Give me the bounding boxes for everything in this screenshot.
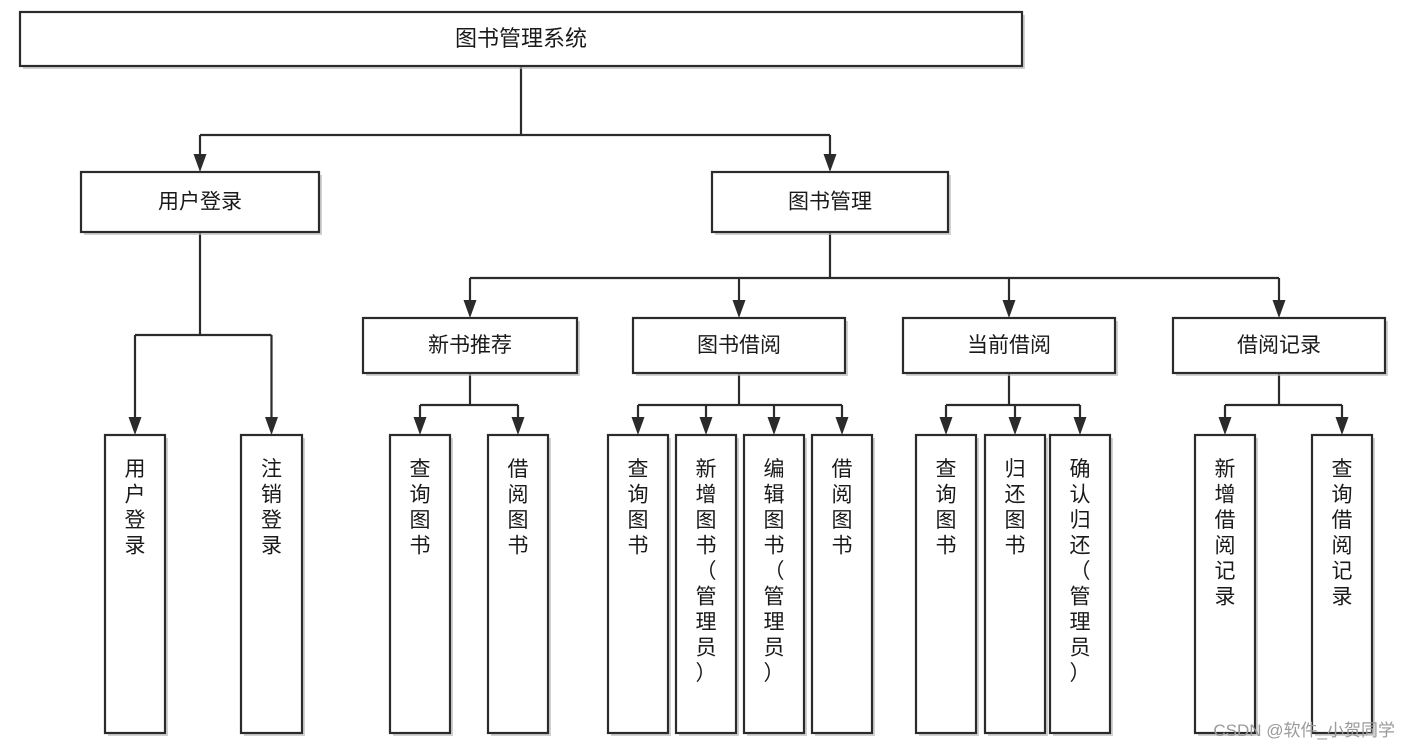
node-level2-1-图书管理-rect[interactable] — [710, 170, 950, 234]
node-leaf-0[interactable]: 用户登录 — [103, 433, 168, 736]
node-level2-0-用户登录-rect[interactable] — [79, 170, 321, 234]
node-leaf-1-label: 注销登录 — [261, 457, 282, 557]
node-level3-0-新书推荐[interactable]: 新书推荐 — [361, 316, 580, 376]
node-leaf-10-label: 确认归还（管理员） — [1070, 457, 1091, 684]
node-level3-1-图书借阅-label: 图书借阅 — [697, 334, 781, 357]
node-level3-2-当前借阅[interactable]: 当前借阅 — [901, 316, 1118, 376]
node-leaf-5-rect[interactable] — [674, 433, 738, 735]
node-level3-2-当前借阅-label: 当前借阅 — [967, 334, 1051, 357]
node-leaf-11[interactable]: 新增借阅记录 — [1193, 433, 1258, 736]
group-0-to-leaf-0-arrowhead — [413, 417, 427, 435]
group-2-to-leaf-1-arrowhead — [1008, 417, 1022, 435]
node-leaf-6-label: 编辑图书（管理员） — [764, 457, 785, 684]
node-leaf-6[interactable]: 编辑图书（管理员） — [742, 433, 807, 736]
node-leaf-2-label: 查询图书 — [410, 457, 431, 557]
book-mgmt-to-level3-1-arrowhead — [732, 300, 746, 318]
node-leaf-6-rect[interactable] — [742, 433, 806, 735]
node-level3-1-图书借阅-rect[interactable] — [631, 316, 847, 375]
node-level2-1-图书管理[interactable]: 图书管理 — [710, 170, 951, 235]
node-leaf-1[interactable]: 注销登录 — [239, 433, 305, 736]
node-leaf-11-rect[interactable] — [1193, 433, 1257, 735]
node-level3-1-图书借阅[interactable]: 图书借阅 — [631, 316, 848, 376]
group-3-to-leaf-1-arrowhead — [1335, 417, 1349, 435]
group-2-to-leaf-0-arrowhead — [939, 417, 953, 435]
node-leaf-8[interactable]: 查询图书 — [914, 433, 979, 736]
node-leaf-4-label: 查询图书 — [628, 457, 649, 557]
node-leaf-11-label: 新增借阅记录 — [1215, 457, 1236, 608]
group-1-to-leaf-2-arrowhead — [767, 417, 781, 435]
node-leaf-9[interactable]: 归还图书 — [983, 433, 1048, 736]
group-1-to-leaf-1-arrowhead — [699, 417, 713, 435]
node-leaf-7-label: 借阅图书 — [832, 457, 853, 557]
root-to-level2-1-arrowhead — [823, 154, 837, 172]
node-leaf-10[interactable]: 确认归还（管理员） — [1048, 433, 1113, 736]
node-level3-0-新书推荐-label: 新书推荐 — [428, 334, 512, 357]
node-level3-3-借阅记录-rect[interactable] — [1171, 316, 1387, 375]
node-level2-1-图书管理-label: 图书管理 — [788, 191, 872, 214]
node-leaf-3-rect[interactable] — [486, 433, 550, 735]
node-leaf-5-label: 新增图书（管理员） — [696, 457, 717, 684]
group-3-to-leaf-0-arrowhead — [1218, 417, 1232, 435]
node-leaf-0-rect[interactable] — [103, 433, 167, 735]
node-level3-0-新书推荐-rect[interactable] — [361, 316, 579, 375]
user-login-to-leaf-1-arrowhead — [265, 417, 278, 435]
book-mgmt-to-level3-2-arrowhead — [1002, 300, 1016, 318]
node-level3-3-借阅记录-label: 借阅记录 — [1237, 334, 1321, 357]
book-mgmt-to-level3-3-arrowhead — [1272, 300, 1286, 318]
group-1-to-leaf-0-arrowhead — [631, 417, 645, 435]
node-leaf-8-rect[interactable] — [914, 433, 978, 735]
node-leaf-7-rect[interactable] — [810, 433, 874, 735]
node-leaf-9-rect[interactable] — [983, 433, 1047, 735]
node-leaf-12[interactable]: 查询借阅记录 — [1310, 433, 1375, 736]
node-level3-2-当前借阅-rect[interactable] — [901, 316, 1117, 375]
node-leaf-9-label: 归还图书 — [1005, 457, 1026, 557]
node-root-图书管理系统[interactable]: 图书管理系统 — [18, 10, 1025, 69]
group-0-to-leaf-1-arrowhead — [511, 417, 525, 435]
node-leaf-12-rect[interactable] — [1310, 433, 1374, 735]
node-leaf-3[interactable]: 借阅图书 — [486, 433, 551, 736]
node-level3-3-借阅记录[interactable]: 借阅记录 — [1171, 316, 1388, 376]
node-root-图书管理系统-label: 图书管理系统 — [455, 26, 587, 51]
group-2-to-leaf-2-arrowhead — [1073, 417, 1087, 435]
group-1-to-leaf-3-arrowhead — [835, 417, 849, 435]
node-level2-0-用户登录[interactable]: 用户登录 — [79, 170, 322, 235]
node-root-图书管理系统-rect[interactable] — [18, 10, 1024, 68]
user-login-to-leaf-0-arrowhead — [128, 417, 142, 435]
node-leaf-1-rect[interactable] — [239, 433, 304, 735]
node-leaf-3-label: 借阅图书 — [508, 457, 529, 557]
book-mgmt-to-level3-0-arrowhead — [463, 300, 477, 318]
root-to-level2-0-arrowhead — [193, 154, 207, 172]
node-leaf-5[interactable]: 新增图书（管理员） — [674, 433, 739, 736]
node-leaf-4-rect[interactable] — [606, 433, 670, 735]
node-leaf-2-rect[interactable] — [388, 433, 452, 735]
node-leaf-10-rect[interactable] — [1048, 433, 1112, 735]
node-leaf-12-label: 查询借阅记录 — [1332, 457, 1353, 608]
node-level2-0-用户登录-label: 用户登录 — [158, 191, 242, 214]
node-leaf-0-label: 用户登录 — [125, 457, 146, 557]
node-leaf-7[interactable]: 借阅图书 — [810, 433, 875, 736]
node-leaf-2[interactable]: 查询图书 — [388, 433, 453, 736]
node-leaf-8-label: 查询图书 — [936, 457, 957, 557]
node-leaf-4[interactable]: 查询图书 — [606, 433, 671, 736]
